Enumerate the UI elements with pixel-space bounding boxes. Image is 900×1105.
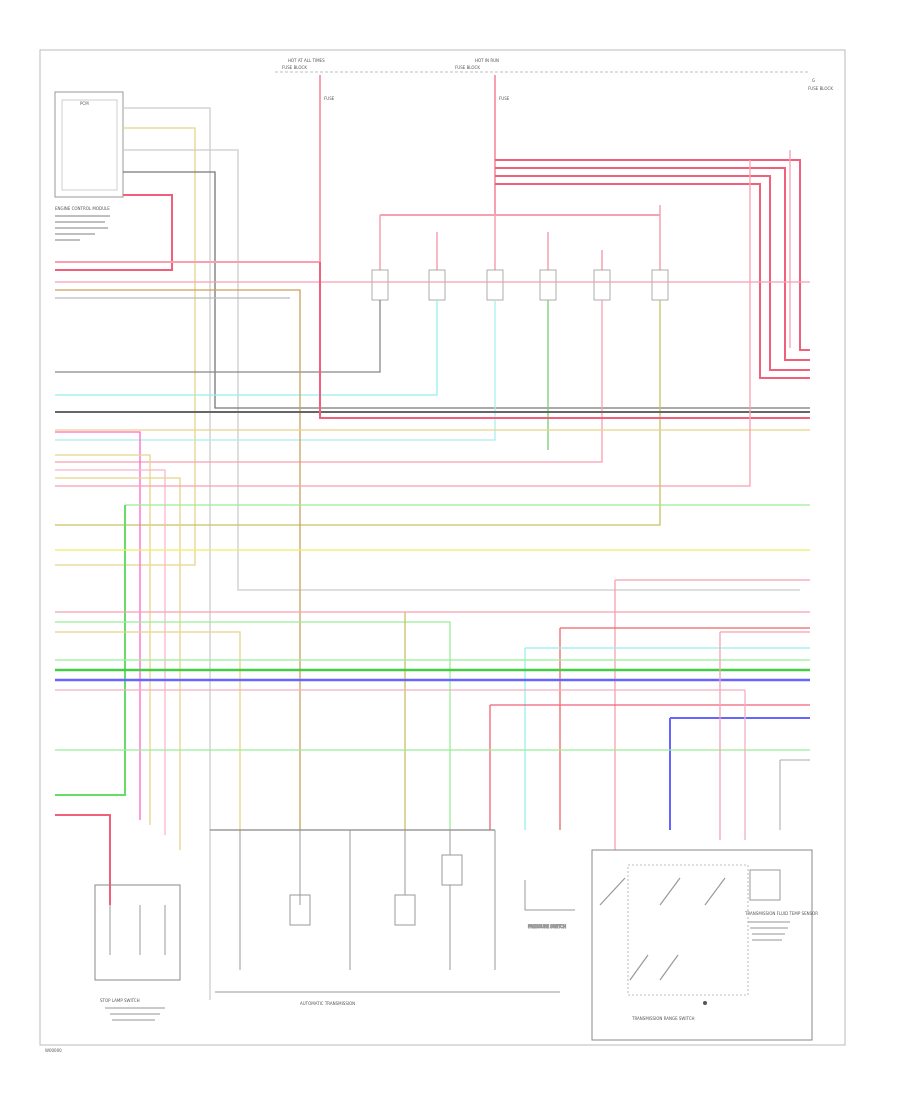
ecm-caption-lines [55,215,110,241]
ecm-module: PCM ENGINE CONTROL MODULE [54,91,124,211]
trans-internal [239,830,496,970]
outer-border [39,49,846,1046]
pressure-switch: PRESSURE SWITCH [524,880,575,930]
header-right-block: FUSE BLOCK [455,65,480,70]
ecm-pin-wires [55,107,810,1000]
footer-code: W00000 [45,1048,62,1053]
header-left-block: FUSE BLOCK [282,65,307,70]
temp-caption-lines [748,921,790,941]
auto-trans-caption: AUTOMATIC TRANSMISSION [300,1001,355,1006]
trans-range-caption: TRANSMISSION RANGE SWITCH [631,1016,695,1021]
injectors [371,205,669,301]
header-right-corner: G [812,78,815,83]
injector-return-wires [55,300,661,526]
stop-lamp-switch: STOP LAMP SWITCH [94,884,181,1003]
trans-range-switch: TRANSMISSION RANGE SWITCH TRANSMISSION F… [591,849,818,1041]
fuse-right-label: FUSE [499,96,510,101]
ecm-caption: ENGINE CONTROL MODULE [55,206,110,211]
temp-sensor-caption: TRANSMISSION FLUID TEMP SENSOR [744,911,818,916]
bus-wires [55,631,810,905]
left-harness [55,160,810,850]
header-left-hot: HOT AT ALL TIMES [288,58,325,63]
header-right-hot: HOT IN RUN [475,58,499,63]
stop-lamp-caption-lines [105,1007,165,1021]
header-right-corner2: FUSE BLOCK [808,86,833,91]
stop-lamp-caption: STOP LAMP SWITCH [100,998,140,1003]
ground-dot [703,1001,707,1005]
right-pink-wires [495,159,810,379]
pressure-caption: PRESSURE SWITCH [528,924,566,929]
ecm-title: PCM [80,101,89,106]
mid-horizontal-wires [55,504,810,850]
fuse-left-label: FUSE [324,96,335,101]
